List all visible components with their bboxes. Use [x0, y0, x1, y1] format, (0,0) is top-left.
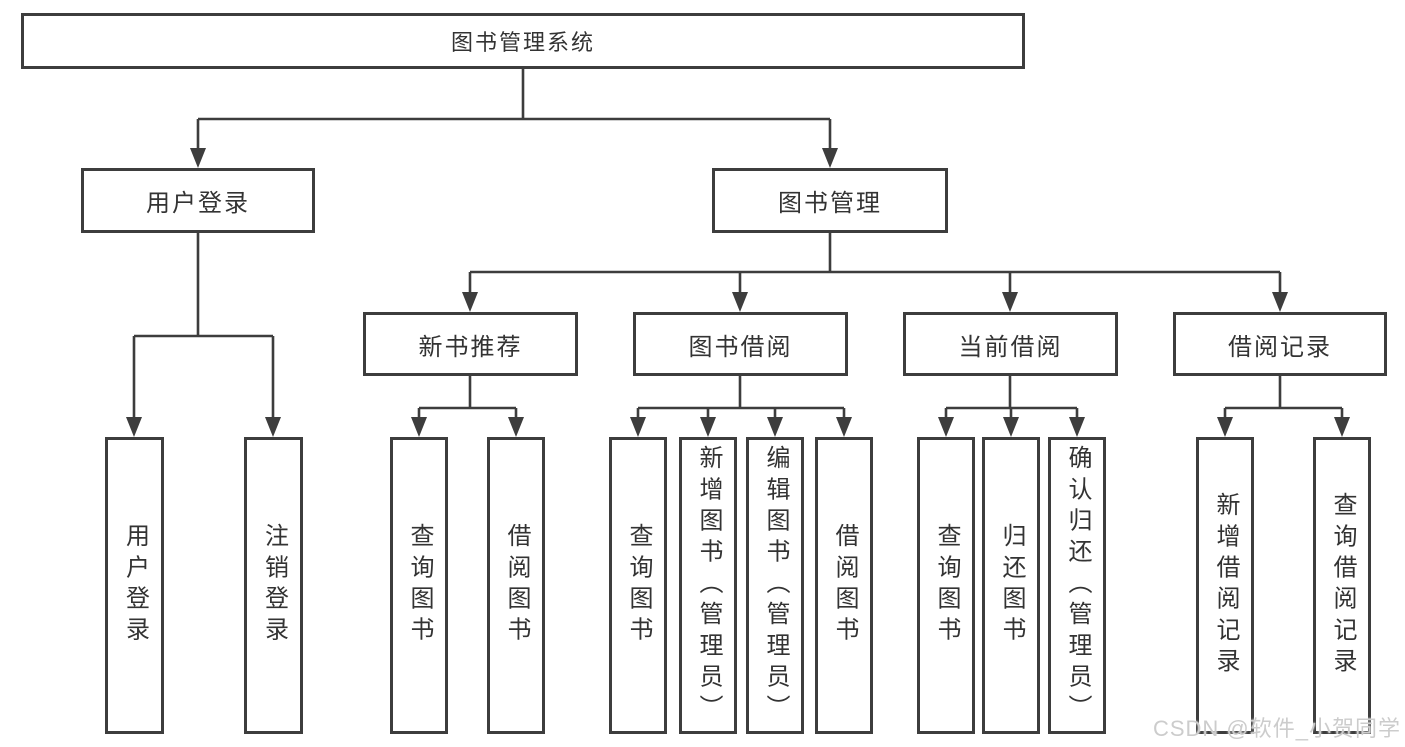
arrowhead-down-icon — [126, 417, 142, 437]
leaf-add-books-admin: 新增图书（管理员） — [679, 437, 737, 734]
leaf-add-borrow-record: 新增借阅记录 — [1196, 437, 1254, 734]
node-label: 当前借阅 — [958, 333, 1063, 361]
leaf-user-login: 用户登录 — [105, 437, 164, 734]
node-label: 确认归还（管理员） — [1064, 445, 1091, 726]
arrowhead-down-icon — [822, 148, 838, 168]
arrowhead-down-icon — [190, 148, 206, 168]
leaf-query-borrow-record: 查询借阅记录 — [1313, 437, 1371, 734]
connector-book-management-to-level3 — [462, 233, 1288, 312]
node-label: 查询图书 — [406, 523, 433, 648]
node-label: 新书推荐 — [418, 333, 523, 361]
arrowhead-down-icon — [1217, 417, 1233, 437]
node-label: 借阅图书 — [831, 523, 858, 648]
node-library-management-system: 图书管理系统 — [21, 13, 1025, 69]
node-label: 编辑图书（管理员） — [762, 445, 789, 726]
leaf-confirm-return-admin: 确认归还（管理员） — [1048, 437, 1106, 734]
leaf-query-books-3: 查询图书 — [917, 437, 975, 734]
arrowhead-down-icon — [1069, 417, 1085, 437]
arrowhead-down-icon — [700, 417, 716, 437]
leaf-logout: 注销登录 — [244, 437, 303, 734]
arrowhead-down-icon — [1003, 417, 1019, 437]
node-label: 图书管理 — [778, 190, 882, 217]
leaf-edit-books-admin: 编辑图书（管理员） — [746, 437, 804, 734]
leaf-query-books-1: 查询图书 — [390, 437, 448, 734]
arrowhead-down-icon — [1334, 417, 1350, 437]
node-user-login: 用户登录 — [81, 168, 315, 233]
node-current-borrow: 当前借阅 — [903, 312, 1118, 376]
node-label: 图书管理系统 — [450, 30, 595, 55]
node-label: 图书借阅 — [688, 333, 793, 361]
node-label: 查询图书 — [933, 523, 960, 648]
node-label: 查询借阅记录 — [1329, 491, 1356, 680]
csdn-watermark: CSDN @软件_小贺同学 — [1152, 716, 1401, 741]
connector-new-book-to-leaves — [411, 376, 524, 437]
node-label: 注销登录 — [260, 523, 288, 648]
connector-borrow-records-to-leaves — [1217, 376, 1350, 437]
arrowhead-down-icon — [1272, 292, 1288, 312]
arrowhead-down-icon — [938, 417, 954, 437]
connector-book-borrow-to-leaves — [630, 376, 852, 437]
arrowhead-down-icon — [767, 417, 783, 437]
connector-current-borrow-to-leaves — [938, 376, 1085, 437]
node-label: 归还图书 — [998, 523, 1025, 648]
node-book-management: 图书管理 — [712, 168, 948, 233]
node-book-borrow: 图书借阅 — [633, 312, 848, 376]
arrowhead-down-icon — [462, 292, 478, 312]
connector-root-to-level2 — [190, 69, 838, 168]
node-label: 用户登录 — [146, 190, 250, 217]
node-label: 借阅图书 — [503, 523, 530, 648]
node-label: 借阅记录 — [1228, 333, 1332, 361]
node-label: 查询图书 — [625, 523, 652, 648]
leaf-return-books: 归还图书 — [982, 437, 1040, 734]
node-label: 新增借阅记录 — [1212, 491, 1239, 680]
arrowhead-down-icon — [732, 292, 748, 312]
leaf-borrow-books-1: 借阅图书 — [487, 437, 545, 734]
arrowhead-down-icon — [1002, 292, 1018, 312]
arrowhead-down-icon — [836, 417, 852, 437]
leaf-borrow-books-2: 借阅图书 — [815, 437, 873, 734]
node-borrow-records: 借阅记录 — [1173, 312, 1387, 376]
arrowhead-down-icon — [508, 417, 524, 437]
node-label: 新增图书（管理员） — [695, 445, 722, 726]
arrowhead-down-icon — [265, 417, 281, 437]
arrowhead-down-icon — [411, 417, 427, 437]
node-new-book-recommend: 新书推荐 — [363, 312, 578, 376]
leaf-query-books-2: 查询图书 — [609, 437, 667, 734]
node-label: 用户登录 — [121, 523, 149, 648]
connector-user-login-to-leaves — [126, 233, 281, 437]
arrowhead-down-icon — [630, 417, 646, 437]
